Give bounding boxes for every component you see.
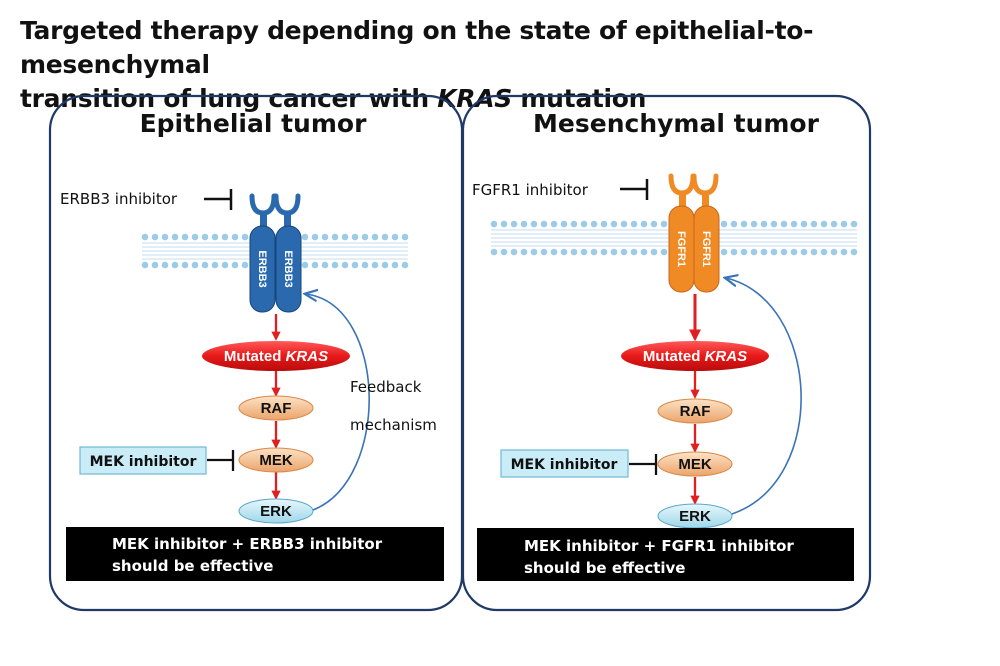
raf-node-label: RAF <box>680 403 711 420</box>
feedback-label-line1: Feedback <box>350 378 422 396</box>
title-line-2-gene: KRAS <box>437 84 513 113</box>
page-title: Targeted therapy depending on the state … <box>20 14 990 116</box>
mek-inhibition-mark <box>207 450 235 471</box>
epithelial-footer-line1: MEK inhibitor + ERBB3 inhibitor <box>112 535 383 553</box>
mesenchymal-footer-line1: MEK inhibitor + FGFR1 inhibitor <box>524 537 794 555</box>
mek-node-label: MEK <box>259 452 293 469</box>
mesenchymal-panel-border <box>461 94 872 612</box>
kras-node <box>621 341 769 371</box>
erbb3-inhibition-mark <box>204 189 233 210</box>
epithelial-panel: Epithelial tumor ERBB3 ERBB3 <box>48 94 464 612</box>
erk-node-label: ERK <box>260 503 292 520</box>
erbb3-receptor: ERBB3 ERBB3 <box>249 193 302 313</box>
mesenchymal-footer-box <box>477 528 854 581</box>
erbb3-label-2: ERBB3 <box>282 250 294 287</box>
mek-node <box>238 447 314 473</box>
mesenchymal-footer-line2: should be effective <box>524 559 685 577</box>
fgfr1-receptor: FGFR1 FGFR1 <box>668 173 720 293</box>
title-line-1: Targeted therapy depending on the state … <box>20 16 814 79</box>
erbb3-inhibitor-label: ERBB3 inhibitor <box>60 190 178 208</box>
title-line-2-pre: transition of lung cancer with <box>20 84 438 113</box>
mek-inhibitor-label: MEK inhibitor <box>511 457 618 473</box>
kras-node <box>202 341 350 371</box>
fgfr1-label-2: FGFR1 <box>700 231 712 267</box>
fgfr1-label-1: FGFR1 <box>675 231 687 267</box>
erk-node-label: ERK <box>679 508 711 525</box>
epithelial-footer-line2: should be effective <box>112 557 273 575</box>
fgfr1-inhibitor-label: FGFR1 inhibitor <box>472 181 589 199</box>
raf-node <box>657 398 733 424</box>
mek-inhibitor-box <box>500 449 629 478</box>
fgfr1-inhibition-mark <box>620 179 649 200</box>
mek-inhibition-mark <box>629 454 658 475</box>
mek-inhibitor-label: MEK inhibitor <box>90 454 197 470</box>
mesenchymal-panel: Mesenchymal tumor FGFR1 FGFR1 <box>461 94 872 612</box>
epithelial-footer-box <box>66 527 444 581</box>
raf-node <box>238 395 314 421</box>
feedback-label-line2: mechanism <box>350 416 437 434</box>
mek-node <box>657 451 733 477</box>
mek-node-label: MEK <box>678 456 712 473</box>
mek-inhibitor-box <box>79 446 207 475</box>
erk-node <box>238 498 314 524</box>
raf-node-label: RAF <box>261 400 292 417</box>
title-line-2-post: mutation <box>512 84 647 113</box>
feedback-arrow <box>306 294 370 511</box>
feedback-arrow <box>726 278 802 515</box>
kras-node-label: Mutated KRAS <box>224 348 328 365</box>
erbb3-label-1: ERBB3 <box>256 250 268 287</box>
mesenchymal-panel-title: Mesenchymal tumor <box>533 109 820 138</box>
kras-node-label: Mutated KRAS <box>643 348 747 365</box>
epithelial-panel-title: Epithelial tumor <box>140 109 368 138</box>
